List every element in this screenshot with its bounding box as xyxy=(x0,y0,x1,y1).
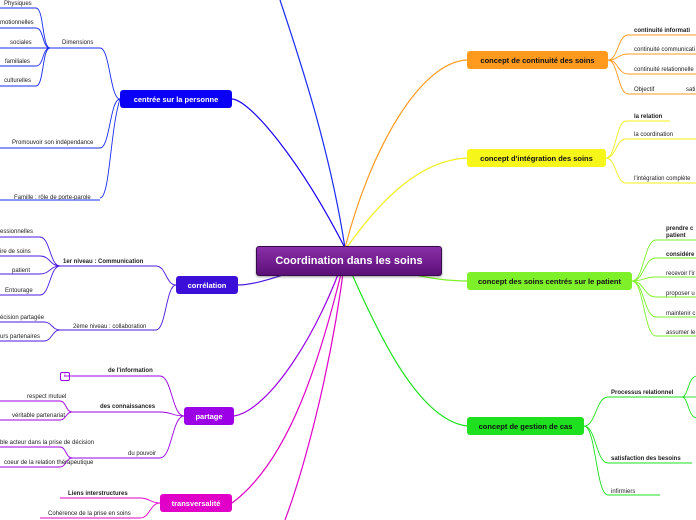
node-objectif[interactable]: Objectif xyxy=(634,87,655,93)
node-dimensions[interactable]: Dimensions xyxy=(62,40,94,46)
connector-centree xyxy=(231,98,346,249)
node-complete[interactable]: l'intégration complète xyxy=(634,176,691,182)
node-soins[interactable]: ire de soins xyxy=(0,249,31,255)
node-independance[interactable]: Promouvoir son indépendance xyxy=(12,140,94,146)
node-coordination[interactable]: la coordination xyxy=(634,132,674,138)
node-prendre[interactable]: prendre c xyxy=(666,226,694,232)
node-liens[interactable]: Liens interstructures xyxy=(68,491,128,497)
connector-integration xyxy=(344,157,468,251)
node-continuite-information[interactable]: continuité informati xyxy=(634,28,690,34)
branch-partage[interactable]: partage xyxy=(184,407,234,425)
branch-integration[interactable]: concept d'intégration des soins xyxy=(467,149,606,167)
node-professionnelles[interactable]: essionnelles xyxy=(0,229,34,235)
node-respect[interactable]: respect mutuel xyxy=(27,394,67,400)
node-entourage[interactable]: Entourage xyxy=(5,288,33,294)
branch-continuite[interactable]: concept de continuité des soins xyxy=(467,51,608,69)
branch-gestion-cas[interactable]: concept de gestion de cas xyxy=(467,417,584,435)
node-coeur[interactable]: coeur de la relation thérapeutique xyxy=(4,460,94,466)
connector-transversalite xyxy=(231,257,346,504)
node-maintenir[interactable]: maintenir c xyxy=(666,311,696,317)
node-assumer[interactable]: assumer le xyxy=(666,330,696,336)
connector-partage xyxy=(233,254,346,417)
node-famille[interactable]: Famille : rôle de porte-parole xyxy=(14,195,91,201)
node-continuite-relationnelle[interactable]: continuité relationnelle xyxy=(634,67,694,73)
node-emotionnelles[interactable]: motionnelles xyxy=(0,20,34,26)
node-coherence[interactable]: Cohérence de la prise en soins xyxy=(48,511,131,517)
node-infirmiers[interactable]: infirmiers xyxy=(611,489,636,495)
node-pouvoir[interactable]: du pouvoir xyxy=(128,451,157,457)
node-partenariat[interactable]: véritable partenariat xyxy=(12,413,66,419)
node-sati[interactable]: sati xyxy=(686,87,696,93)
node-relation[interactable]: la relation xyxy=(634,114,663,120)
node-acteur[interactable]: ble acteur dans la prise de décision xyxy=(0,440,95,446)
node-sociales[interactable]: sociales xyxy=(10,40,32,46)
node-considerer[interactable]: considére xyxy=(666,252,695,258)
connector-top xyxy=(279,0,346,249)
node-niveau2[interactable]: 2ème niveau : collaboration xyxy=(73,324,147,330)
node-niveau1[interactable]: 1er niveau : Communication xyxy=(63,259,144,265)
note-icon[interactable]: ! xyxy=(60,372,70,381)
node-patient[interactable]: patient xyxy=(12,268,31,274)
node-continuite-communication[interactable]: continuité communicati xyxy=(634,47,696,53)
node-satisfaction[interactable]: satisfaction des besoins xyxy=(611,456,681,462)
node-proposer[interactable]: proposer u xyxy=(666,291,695,297)
node-familiales[interactable]: familiales xyxy=(5,59,31,65)
node-partenaires[interactable]: urs partenaires xyxy=(0,334,41,340)
node-physiques[interactable]: Physiques xyxy=(4,1,32,7)
connector-continuite xyxy=(344,59,468,249)
root-node[interactable]: Coordination dans les soins xyxy=(256,246,442,276)
node-processus[interactable]: Processus relationnel xyxy=(611,390,674,396)
node-information[interactable]: de l'information xyxy=(108,368,153,374)
branch-transversalite[interactable]: transversalité xyxy=(160,494,232,512)
connector-gestion-cas xyxy=(344,257,468,427)
node-recevoir[interactable]: recevoir l'ir xyxy=(666,271,695,277)
node-prendre-patient[interactable]: patient xyxy=(666,233,686,239)
connector-bottom xyxy=(284,257,346,520)
node-connaissances[interactable]: des connaissances xyxy=(100,404,156,410)
branch-correlation[interactable]: corrélation xyxy=(176,276,238,294)
branch-centres-patient[interactable]: concept des soins centrés sur le patient xyxy=(467,272,632,290)
node-decision[interactable]: écision partagée xyxy=(0,315,45,321)
branch-centree[interactable]: centrée sur la personne xyxy=(120,90,232,108)
node-culturelles[interactable]: culturelles xyxy=(4,78,32,84)
